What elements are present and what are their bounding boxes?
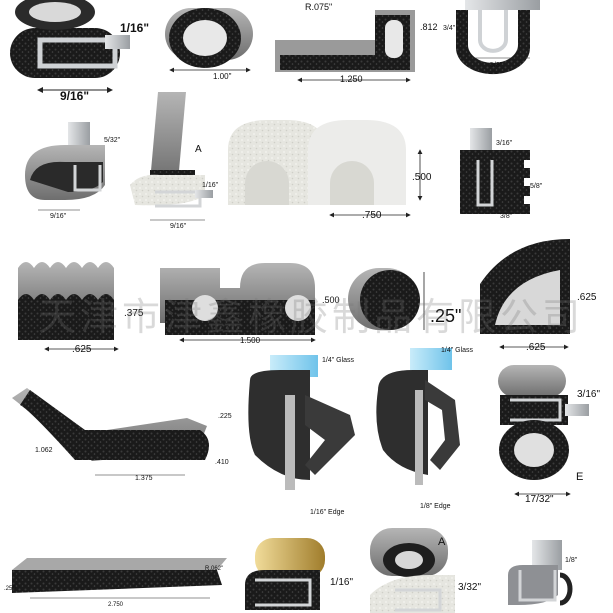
- dimension-label: 9/16": [50, 213, 67, 220]
- profile-sponge-tube: 1.00": [165, 8, 253, 81]
- profile-fin-seal-trim: A 1/16" 9/16": [130, 92, 219, 230]
- dimension-label: .25": [430, 306, 461, 326]
- dimension-label: 1/16" Edge: [310, 509, 345, 516]
- profile-u-channel-bulb: 3/4" 5/8": [443, 0, 540, 75]
- dimension-label: 5/8": [530, 183, 543, 190]
- dimension-label: 1/16": [202, 182, 219, 189]
- dimension-label: 1/16": [330, 577, 353, 588]
- profile-dual-bulb: .500 1.500: [160, 263, 340, 345]
- dimension-label: 5/8": [490, 62, 503, 69]
- dimension-label: .410: [215, 459, 229, 466]
- dimension-label: 1/4" Glass: [322, 357, 355, 364]
- profile-small-bulb-trim: 1/8": [508, 540, 578, 606]
- dimension-label: 2.750: [108, 602, 124, 608]
- dimension-label: .375: [124, 308, 144, 319]
- profile-quarter-round: .625 .625: [480, 239, 597, 353]
- profile-bulb-edge-trim-1: 9/16" 1/16": [10, 0, 149, 103]
- dimension-label: 1.500: [240, 336, 261, 345]
- dimension-label: 1.00": [213, 72, 232, 81]
- dimension-label: .500: [412, 172, 432, 183]
- dimension-label: 5/32": [104, 137, 121, 144]
- dimension-label: .750: [362, 210, 382, 221]
- dimension-label: 17/32": [525, 494, 554, 505]
- dimension-label: 9/16": [60, 89, 89, 103]
- dimension-label: .225: [218, 413, 232, 420]
- dimension-label: 1.062: [35, 447, 53, 454]
- profile-white-double-d: .500 .750: [228, 120, 432, 221]
- profile-ribbed-trim: 3/16" 5/8" 3/8": [460, 128, 543, 220]
- dimension-label: R.062": [205, 566, 223, 572]
- profile-wide-channel: .225 1.062 1.375 .410: [12, 388, 232, 482]
- section-letter: A: [438, 536, 446, 548]
- dimension-label: 1.375: [135, 475, 153, 482]
- profile-l-flange-bulb: R.075" .812 1.250: [275, 2, 438, 84]
- profile-corrugated-strip: .375 .625: [18, 262, 144, 355]
- dimension-label: 1.250: [340, 74, 363, 84]
- dimension-label: 3/4": [443, 25, 456, 32]
- dimension-label: 3/16": [496, 140, 513, 147]
- dimension-label: .625: [526, 342, 546, 353]
- dimension-label: 9/16": [170, 223, 187, 230]
- profile-glass-seal-2: 1/4" Glass 1/8" Edge: [376, 347, 474, 510]
- dimension-label: 3/32": [458, 582, 481, 593]
- dimension-label: 3/8": [500, 213, 513, 220]
- profile-round-cord: .25": [348, 268, 461, 330]
- profile-gold-bulb-trim: 1/16": [245, 538, 353, 610]
- profile-glass-seal-1: 1/4" Glass 1/16" Edge: [248, 355, 355, 516]
- dimension-label: 1/16": [120, 21, 149, 35]
- dimension-label: R.075": [305, 2, 332, 12]
- dimension-label: .250: [4, 586, 16, 592]
- profile-side-bulb-trim: 5/32" 9/16": [25, 122, 121, 220]
- profile-stacked-bulb-trim: 3/16" E 17/32": [498, 365, 600, 505]
- dimension-label: 1/8": [565, 557, 578, 564]
- dimension-label: 1/8" Edge: [420, 503, 451, 510]
- section-letter: E: [576, 471, 583, 483]
- dimension-label: 3/16": [577, 389, 600, 400]
- dimension-label: .625: [577, 292, 597, 303]
- dimension-label: .625: [72, 344, 92, 355]
- profile-flat-tapered-strip: R.062" .250 2.750: [4, 558, 227, 608]
- dimension-label: 1/4" Glass: [441, 347, 474, 354]
- dimension-label: .812: [420, 22, 438, 32]
- profile-side-bulb-seal: A 3/32": [370, 528, 481, 613]
- section-letter: A: [195, 144, 202, 155]
- dimension-label: .500: [322, 295, 340, 305]
